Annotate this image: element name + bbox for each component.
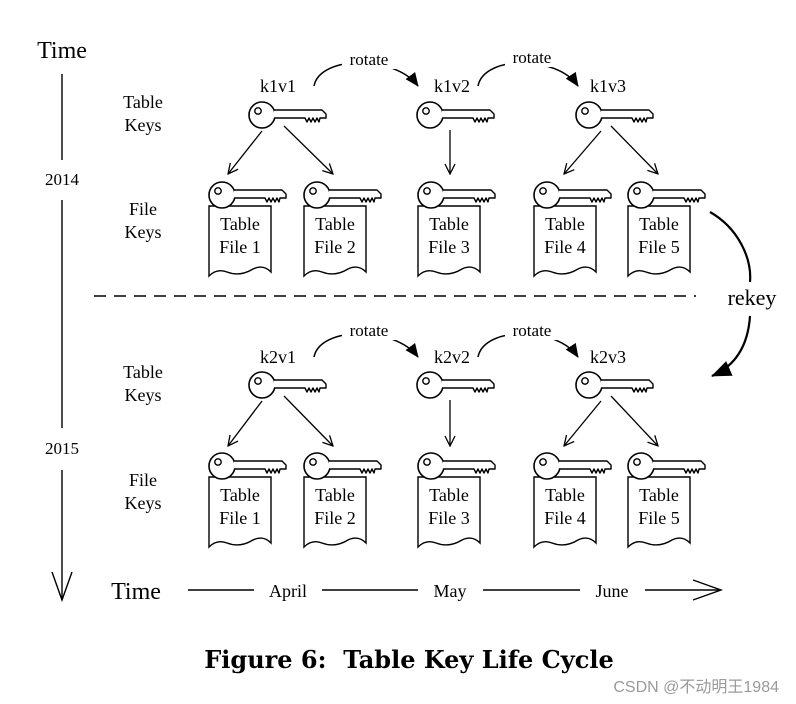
file-key-icon — [417, 181, 496, 209]
year-2014: 2014 — [45, 170, 80, 189]
table-key-icon — [416, 371, 495, 399]
table-file: Table File 4 — [533, 181, 612, 277]
table-key-icon — [575, 371, 654, 399]
table-keys-label-line2: Keys — [125, 385, 162, 405]
derive-arrow — [283, 395, 333, 446]
rotate-label: rotate — [350, 321, 389, 340]
table-key-label: k2v3 — [590, 347, 626, 367]
table-key-label: k1v3 — [590, 76, 626, 96]
file-key-icon — [417, 452, 496, 480]
file-key-icon — [303, 181, 382, 209]
svg-text:File 5: File 5 — [638, 237, 680, 257]
table-key-icon — [575, 101, 654, 129]
table-file: Table File 2 — [303, 181, 382, 277]
svg-text:File 3: File 3 — [428, 508, 470, 528]
year-block-2014: k1v1 k1v2 k1v3 rotate rotate Table File … — [208, 47, 706, 277]
file-key-icon — [533, 181, 612, 209]
month-label: June — [596, 581, 629, 601]
time-axis-label: Time — [37, 38, 87, 64]
year-block-2015: k2v1 k2v2 k2v3 rotate rotate Table File … — [208, 320, 706, 548]
table-keys-label-line2: Keys — [125, 115, 162, 135]
table-keys-label-line1: Table — [123, 362, 163, 382]
file-keys-label-line2: Keys — [125, 493, 162, 513]
table-key-label: k1v2 — [434, 76, 470, 96]
svg-text:Table: Table — [429, 214, 469, 234]
svg-text:File 5: File 5 — [638, 508, 680, 528]
table-file: Table File 2 — [303, 452, 382, 548]
bottom-time-label: Time — [111, 579, 161, 605]
derive-arrow — [610, 395, 658, 446]
svg-text:Table: Table — [220, 485, 260, 505]
month-label: April — [269, 581, 307, 601]
table-file: Table File 5 — [627, 181, 706, 277]
table-file: Table File 3 — [417, 181, 496, 277]
rotate-label: rotate — [513, 48, 552, 67]
svg-text:Table: Table — [545, 485, 585, 505]
file-key-icon — [208, 452, 287, 480]
file-key-icon — [627, 452, 706, 480]
time-axis-arrowhead — [51, 571, 73, 603]
svg-text:File 1: File 1 — [219, 237, 261, 257]
rekey-label: rekey — [728, 285, 777, 310]
table-file: Table File 1 — [208, 181, 287, 277]
svg-text:File 3: File 3 — [428, 237, 470, 257]
derive-arrow — [228, 130, 263, 174]
svg-text:File 4: File 4 — [544, 508, 586, 528]
table-key-icon — [248, 101, 327, 129]
svg-text:Table: Table — [545, 214, 585, 234]
row-labels: Table Keys File Keys Table Keys File Key… — [123, 92, 163, 513]
left-time-axis: Time 2014 2015 — [37, 38, 87, 603]
watermark: CSDN @不动明王1984 — [613, 678, 779, 696]
svg-text:File 1: File 1 — [219, 508, 261, 528]
file-key-icon — [533, 452, 612, 480]
derive-arrow — [610, 125, 658, 174]
derive-arrow — [228, 400, 263, 446]
svg-text:Table: Table — [639, 485, 679, 505]
rotate-label: rotate — [513, 321, 552, 340]
svg-text:Table: Table — [639, 214, 679, 234]
file-key-icon — [208, 181, 287, 209]
bottom-time-axis: Time April May June — [111, 579, 724, 605]
svg-text:Table: Table — [315, 485, 355, 505]
figure-caption: Figure 6: Table Key Life Cycle — [204, 645, 613, 674]
time-axis-arrowhead — [692, 579, 724, 601]
svg-text:File 2: File 2 — [314, 508, 356, 528]
file-key-icon — [627, 181, 706, 209]
svg-text:Table: Table — [220, 214, 260, 234]
rekey-arrow: rekey — [709, 211, 777, 378]
table-file: Table File 1 — [208, 452, 287, 548]
rotate-label: rotate — [350, 50, 389, 69]
table-keys-label-line1: Table — [123, 92, 163, 112]
svg-text:Table: Table — [429, 485, 469, 505]
month-label: May — [434, 581, 467, 601]
table-file: Table File 4 — [533, 452, 612, 548]
year-2015: 2015 — [45, 439, 79, 458]
file-key-icon — [303, 452, 382, 480]
derive-arrow — [564, 400, 602, 446]
table-file: Table File 3 — [417, 452, 496, 548]
table-key-icon — [248, 371, 327, 399]
table-key-label: k2v1 — [260, 347, 296, 367]
table-file: Table File 5 — [627, 452, 706, 548]
file-keys-label-line1: File — [129, 199, 157, 219]
file-keys-label-line2: Keys — [125, 222, 162, 242]
table-key-icon — [416, 101, 495, 129]
svg-text:File 4: File 4 — [544, 237, 586, 257]
derive-arrow — [564, 130, 602, 174]
table-key-label: k2v2 — [434, 347, 470, 367]
file-keys-label-line1: File — [129, 470, 157, 490]
svg-text:File 2: File 2 — [314, 237, 356, 257]
svg-text:Table: Table — [315, 214, 355, 234]
table-key-label: k1v1 — [260, 76, 296, 96]
derive-arrow — [283, 125, 333, 174]
